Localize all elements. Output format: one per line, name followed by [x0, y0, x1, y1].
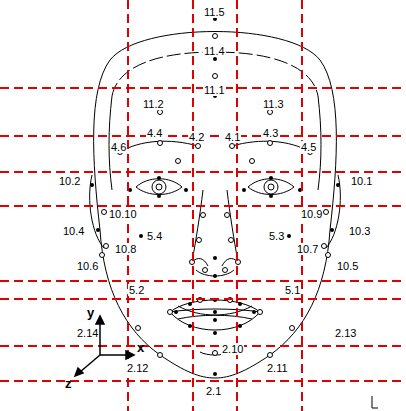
feature-point-label: 10.9: [300, 208, 323, 220]
feature-point-label: 5.3: [268, 230, 285, 242]
feature-point-label: 5.4: [146, 230, 163, 242]
feature-point-label: 2.11: [266, 362, 289, 374]
feature-point-label: 10.8: [114, 243, 137, 255]
axis-label: x: [136, 342, 145, 354]
feature-point-label: 2.10: [221, 343, 244, 355]
feature-point-label: 4.5: [300, 141, 317, 153]
feature-point-label: 10.1: [350, 175, 373, 187]
feature-point-label: 4.1: [224, 131, 241, 143]
feature-point-label: 11.4: [203, 45, 226, 57]
feature-point-label: 4.6: [110, 141, 127, 153]
feature-point-label: 10.7: [296, 243, 319, 255]
feature-point-label: 10.4: [62, 225, 85, 237]
feature-point-label: 4.3: [262, 127, 279, 139]
feature-point-label: 2.13: [334, 327, 357, 339]
feature-point-label: 10.5: [336, 260, 359, 272]
feature-point-label: 2.14: [76, 327, 99, 339]
axis-label: z: [64, 378, 73, 390]
feature-point-label: 10.2: [58, 175, 81, 187]
feature-point-label: 5.2: [128, 284, 145, 296]
feature-point-label: 2.12: [126, 362, 149, 374]
feature-point-label: 10.3: [348, 225, 371, 237]
feature-point-label: 11.1: [203, 84, 226, 96]
feature-point-label: 11.5: [203, 6, 226, 18]
feature-point-label: 11.3: [262, 98, 285, 110]
axis-label: y: [86, 307, 95, 319]
feature-point-label: 4.4: [146, 127, 163, 139]
feature-point-label: 4.2: [188, 131, 205, 143]
feature-point-label: 11.2: [142, 98, 165, 110]
feature-point-label: 2.1: [205, 385, 222, 397]
feature-point-label: 10.10: [108, 208, 138, 220]
feature-point-label: 10.6: [76, 260, 99, 272]
feature-point-label: 5.1: [284, 284, 301, 296]
